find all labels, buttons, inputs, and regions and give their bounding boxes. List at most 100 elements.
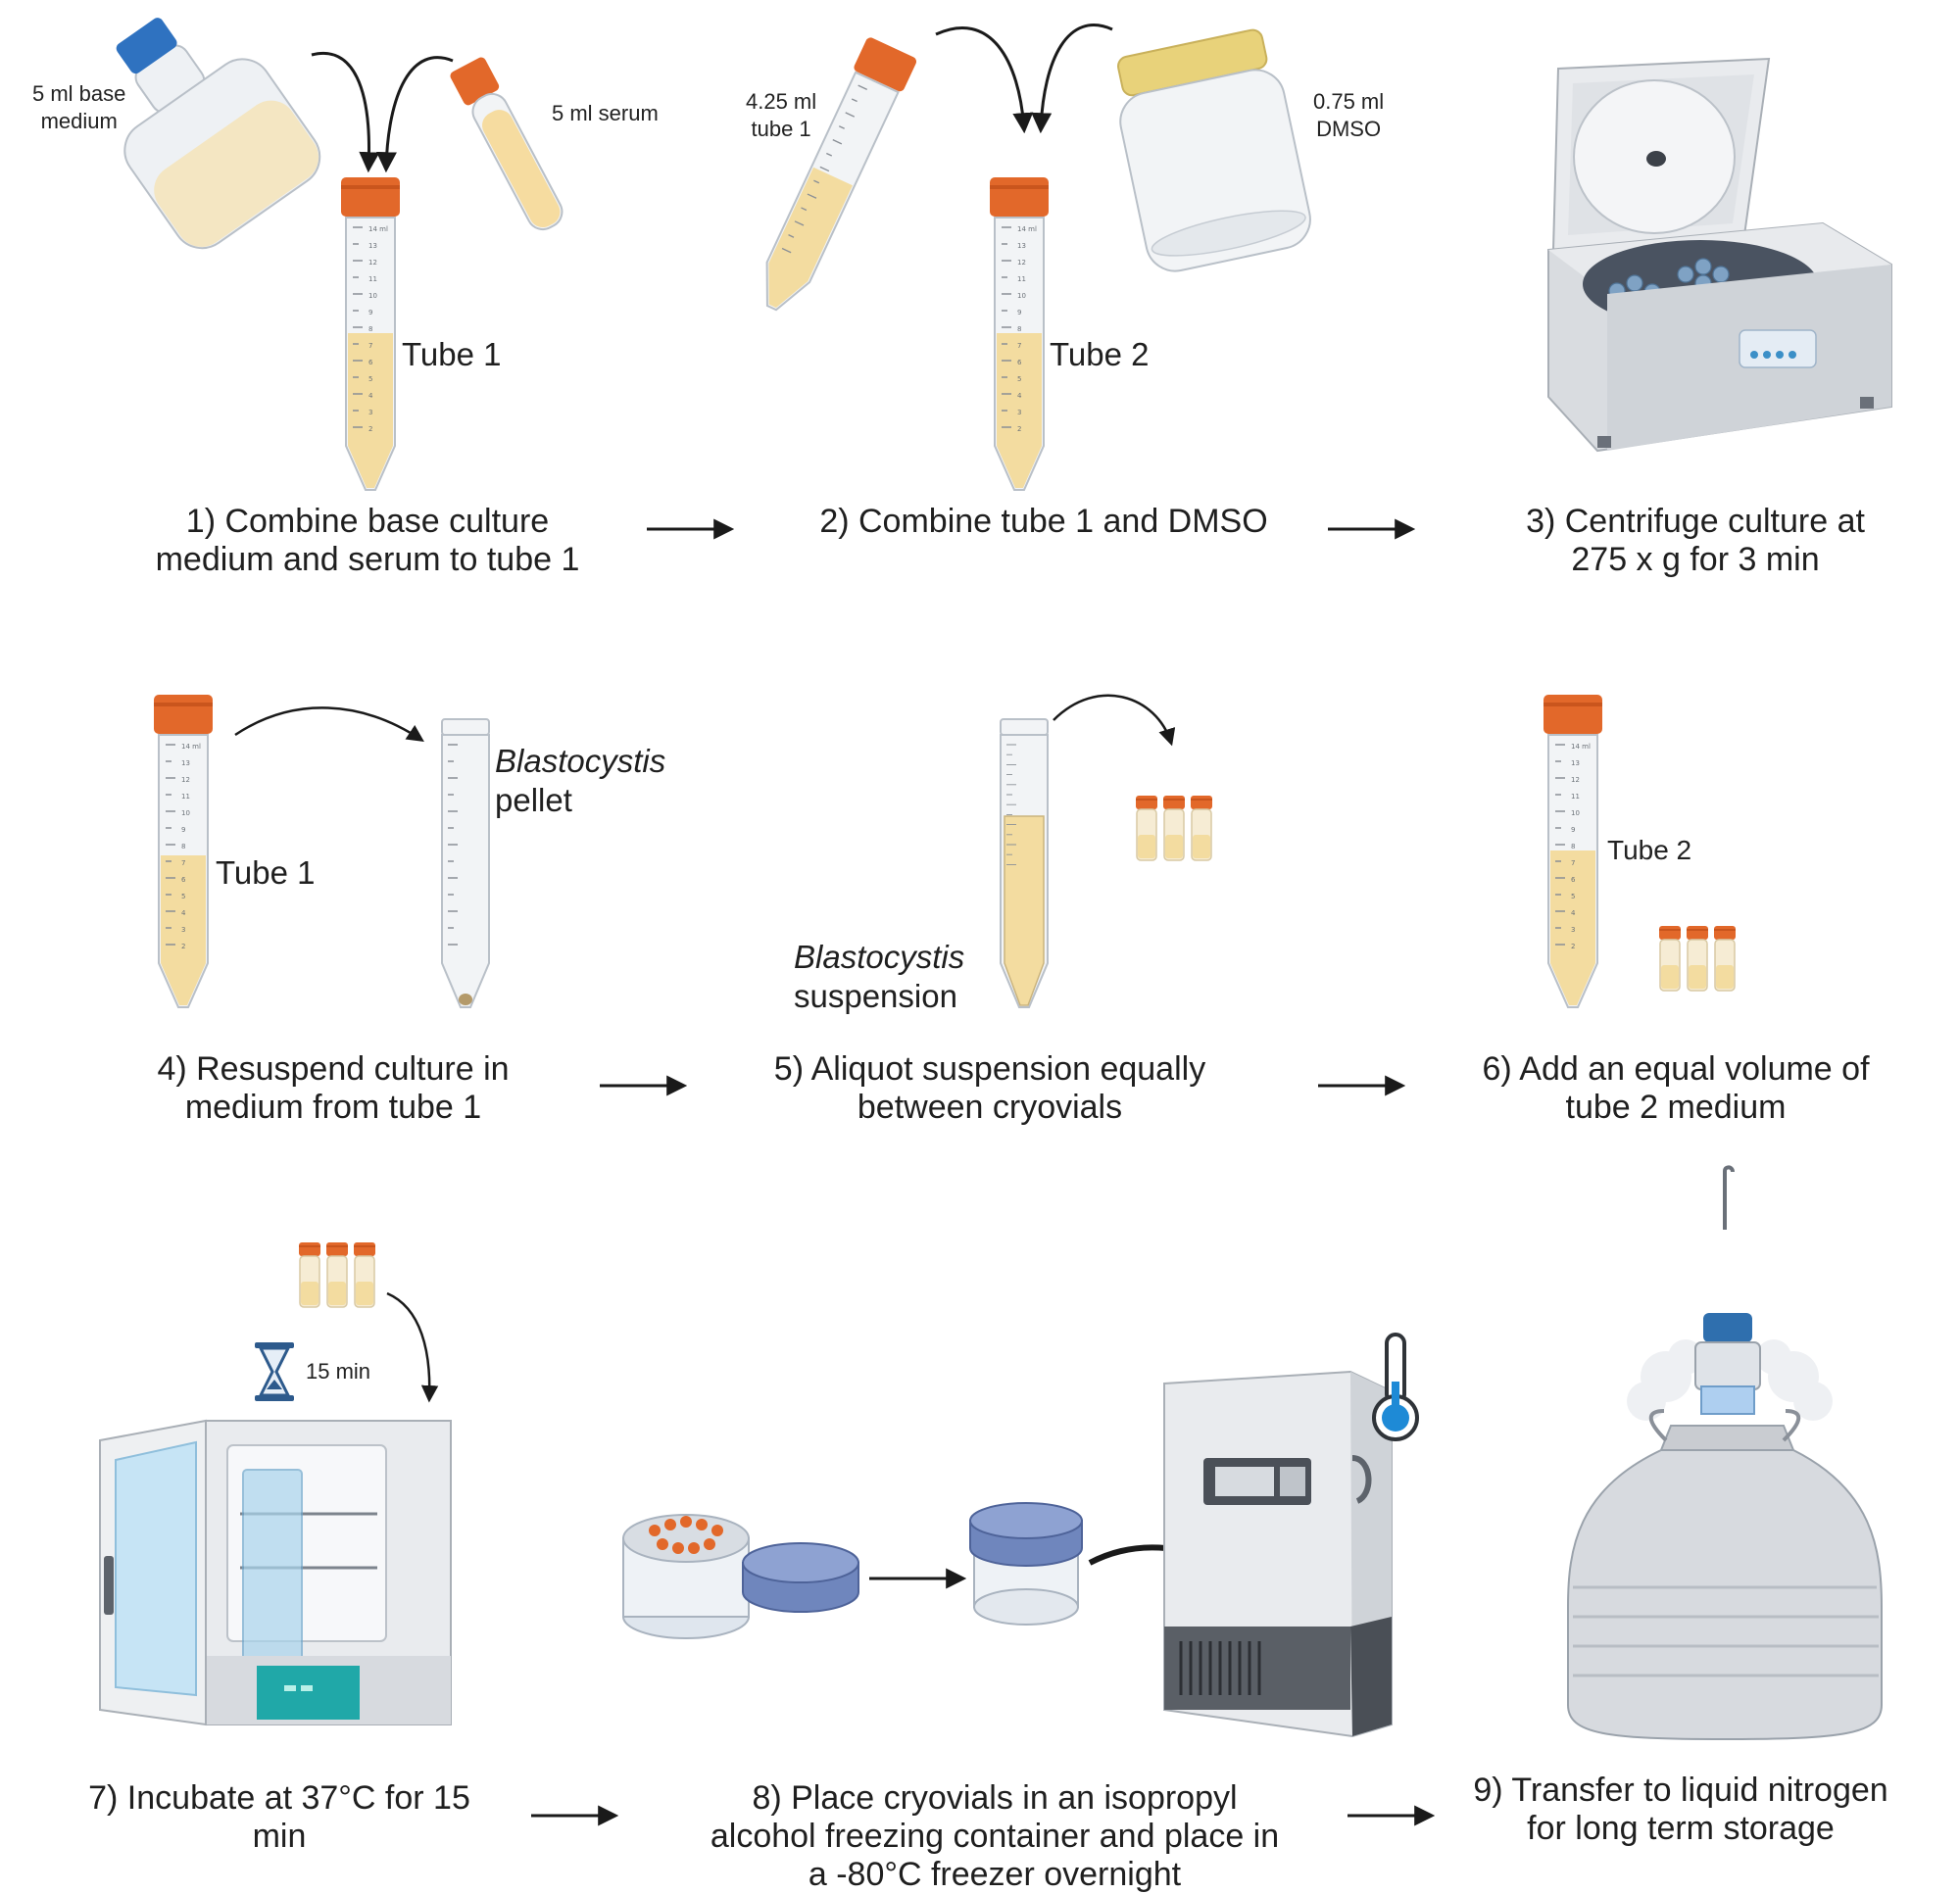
- tube2-graduation-label: 4: [1017, 392, 1022, 400]
- freezing-container-open: [622, 1514, 750, 1639]
- tube2-graduation-label: 5: [1017, 375, 1021, 383]
- step7-caption-line2: min: [252, 1818, 307, 1855]
- step4-caption-line1: 4) Resuspend culture in: [157, 1050, 510, 1088]
- pellet-label-word: pellet: [495, 782, 572, 818]
- tube1-volume-label-line2: tube 1: [751, 117, 811, 141]
- tube1-volume-label-line1: 4.25 ml: [746, 89, 817, 114]
- tube-1-label: Tube 1: [402, 336, 502, 372]
- step5-caption-line2: between cryovials: [857, 1089, 1123, 1126]
- suspension-label-word: suspension: [794, 978, 957, 1014]
- step9-caption-line2: for long term storage: [1527, 1810, 1835, 1847]
- tube2-graduation-label: 11: [1017, 275, 1026, 283]
- step9-caption-line1: 9) Transfer to liquid nitrogen: [1473, 1772, 1888, 1809]
- step4-illustration: [154, 695, 490, 1008]
- incubator: [99, 1419, 452, 1726]
- tube1-graduation-label: 9: [368, 309, 372, 316]
- step9-caption: 9) Transfer to liquid nitrogen for long …: [1411, 1772, 1950, 1848]
- pellet-tube: [441, 718, 490, 1008]
- arrow-suspension-to-cryovials: [1053, 694, 1176, 747]
- freezing-container-closed: [969, 1502, 1083, 1626]
- tube1-step4-graduation-label: 5: [181, 893, 185, 900]
- step3-caption-line2: 275 x g for 3 min: [1571, 541, 1820, 578]
- tube2-step6-graduation-label: 13: [1571, 759, 1580, 767]
- tube2-step6-graduation-label: 5: [1571, 893, 1575, 900]
- tube1-graduation-label: 6: [368, 359, 373, 366]
- tube1-graduation-label: 10: [368, 292, 377, 300]
- step2-caption: 2) Combine tube 1 and DMSO: [774, 503, 1313, 541]
- arrow-bottle-to-tube1: [311, 51, 380, 173]
- step8-caption-line1: 8) Place cryovials in an isopropyl: [752, 1779, 1238, 1817]
- tube1-graduation-label: 8: [368, 325, 372, 333]
- base-medium-label-line2: medium: [40, 109, 118, 133]
- arrow-tube1-to-tube2: [935, 26, 1034, 134]
- step6-caption-line2: tube 2 medium: [1565, 1089, 1787, 1126]
- tube-1-tilted: [765, 37, 917, 312]
- tube2-step6-graduation-label: 4: [1571, 909, 1576, 917]
- tube-2-label: Tube 2: [1050, 336, 1150, 372]
- thermometer-icon: [1372, 1333, 1419, 1441]
- step4-caption: 4) Resuspend culture in medium from tube…: [64, 1050, 603, 1127]
- cryovials-step6: [1658, 925, 1737, 992]
- tube1-step4-graduation-label: 9: [181, 826, 185, 834]
- freezer-minus80: [1163, 1370, 1393, 1738]
- tube1-step4-graduation-label: 6: [181, 876, 186, 884]
- dmso-label-line1: 0.75 ml: [1313, 89, 1385, 114]
- step8-illustration: [622, 1333, 1419, 1738]
- step5-caption-line1: 5) Aliquot suspension equally: [773, 1050, 1206, 1088]
- step8-caption: 8) Place cryovials in an isopropyl alcoh…: [676, 1779, 1313, 1894]
- tube1-step4-graduation-label: 12: [181, 776, 190, 784]
- centrifuge: [1547, 57, 1892, 453]
- tube1-step4-graduation-label: 13: [181, 759, 190, 767]
- tube2-graduation-label: 13: [1017, 242, 1026, 250]
- tube2-graduation-label: 3: [1017, 409, 1021, 416]
- arrow-serum-to-tube1: [375, 56, 454, 173]
- suspension-label: Blastocystis suspension: [794, 938, 964, 1016]
- serum-label: 5 ml serum: [552, 101, 659, 125]
- tube2-step6-graduation-label: 6: [1571, 876, 1576, 884]
- tube2-graduation-label: 2: [1017, 425, 1021, 433]
- suspension-label-organism: Blastocystis: [794, 939, 965, 975]
- tube1-graduation-label: 13: [368, 242, 377, 250]
- tube1-graduation-label: 2: [368, 425, 372, 433]
- step1-caption: 1) Combine base culture medium and serum…: [98, 503, 637, 579]
- arrow-dmso-to-tube2: [1031, 24, 1113, 134]
- tube-1-falcon: [341, 177, 400, 491]
- arrow-cryovials-to-incubator: [386, 1291, 439, 1403]
- freezing-container-lid: [742, 1542, 859, 1613]
- tube1-step4-graduation-label: 8: [181, 843, 185, 850]
- tube1-step4-graduation-label: 11: [181, 793, 190, 801]
- step5-caption: 5) Aliquot suspension equally between cr…: [715, 1050, 1264, 1127]
- suspension-tube: [1000, 718, 1049, 1008]
- tube1-graduation-label: 12: [368, 259, 377, 267]
- tube-2-falcon: [990, 177, 1049, 491]
- cryovials-step5: [1135, 795, 1213, 861]
- base-medium-bottle: [116, 18, 321, 250]
- tube1-step4-graduation-label: 14 ml: [181, 743, 201, 751]
- pellet-label: Blastocystis pellet: [495, 742, 665, 820]
- tube1-graduation-label: 14 ml: [368, 225, 388, 233]
- tube2-step6-graduation-label: 8: [1571, 843, 1575, 850]
- step7-illustration: [99, 1241, 452, 1726]
- tube2-graduation-label: 6: [1017, 359, 1022, 366]
- step6-caption-line1: 6) Add an equal volume of: [1482, 1050, 1870, 1088]
- tube1-graduation-label: 3: [368, 409, 372, 416]
- tube2-step6-graduation-label: 10: [1571, 809, 1580, 817]
- tube1-graduation-label: 5: [368, 375, 372, 383]
- pellet: [459, 994, 472, 1005]
- tube2-step6-graduation-label: 12: [1571, 776, 1580, 784]
- flow-arrows: [531, 518, 1436, 1826]
- tube1-step4-graduation-label: 4: [181, 909, 186, 917]
- tube2-step6-graduation-label: 2: [1571, 943, 1575, 950]
- tube2-graduation-label: 14 ml: [1017, 225, 1037, 233]
- tube-1-falcon-step4: [154, 695, 213, 1008]
- tube2-step6-graduation-label: 14 ml: [1571, 743, 1591, 751]
- base-medium-label-line1: 5 ml base: [32, 81, 126, 106]
- tube1-graduation-label: 4: [368, 392, 373, 400]
- tube1-step4-graduation-label: 7: [181, 859, 185, 867]
- step8-caption-line3: a -80°C freezer overnight: [808, 1856, 1182, 1893]
- tube2-graduation-label: 10: [1017, 292, 1026, 300]
- dmso-jar: [1117, 28, 1311, 272]
- tube2-step6-graduation-label: 3: [1571, 926, 1575, 934]
- tube-1-label-step4: Tube 1: [216, 854, 316, 891]
- tube2-step6-graduation-label: 11: [1571, 793, 1580, 801]
